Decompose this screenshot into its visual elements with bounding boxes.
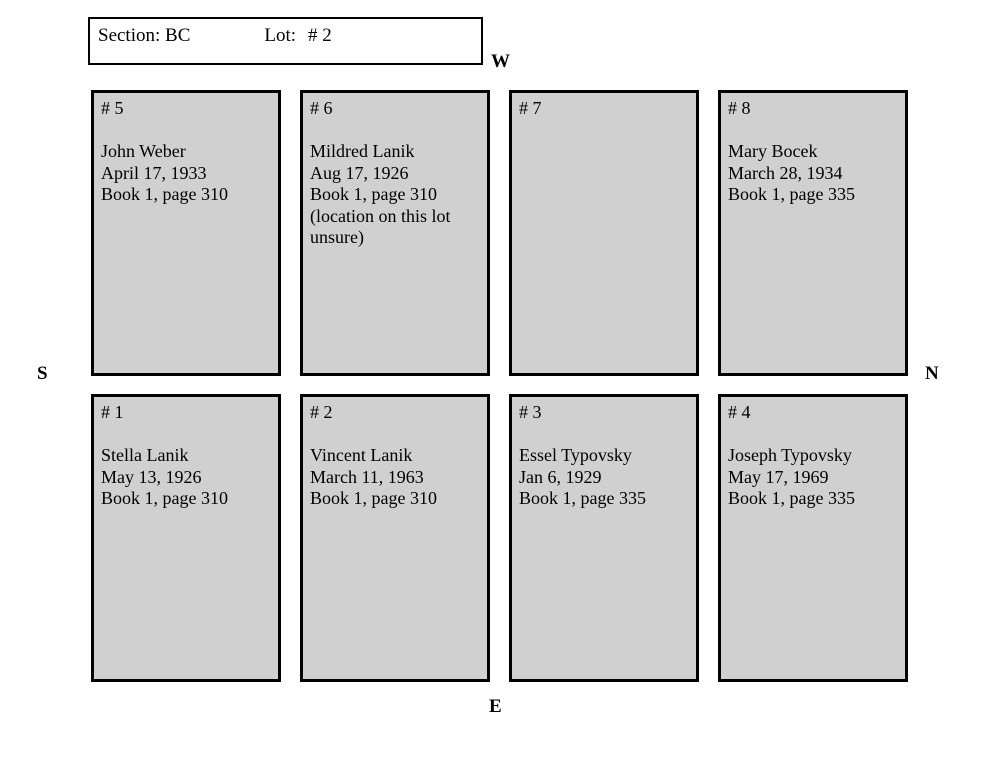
plot-number-3: # 3 — [519, 402, 542, 422]
compass-label-west: W — [491, 51, 510, 72]
plot-detail-line: Mildred Lanik — [310, 141, 415, 161]
plot-detail-line: March 28, 1934 — [728, 162, 843, 183]
plot-detail-line: Book 1, page 310 — [101, 184, 228, 204]
plot-detail-line: Book 1, page 335 — [728, 184, 855, 204]
plot-number-8: # 8 — [728, 98, 751, 118]
plot-detail-line: (location on this lot unsure) — [310, 205, 451, 248]
plot-detail-line: Book 1, page 310 — [310, 488, 437, 508]
plot-detail-line: Mary Bocek — [728, 141, 818, 161]
section-lot-header-box: Section: BC Lot: # 2 — [88, 17, 483, 65]
plot-detail-line: Aug 17, 1926 — [310, 162, 409, 183]
plot-detail-line: Book 1, page 335 — [519, 488, 646, 508]
plot-detail-line: Book 1, page 335 — [728, 488, 855, 508]
plot-detail-line: Jan 6, 1929 — [519, 466, 602, 487]
plot-detail-line: May 13, 1926 — [101, 466, 202, 487]
plot-detail-line: May 17, 1969 — [728, 466, 829, 487]
plot-number-6: # 6 — [310, 98, 333, 118]
plot-detail-line: April 17, 1933 — [101, 162, 207, 183]
plot-detail-line: Essel Typovsky — [519, 445, 632, 465]
plot-detail-line: Book 1, page 310 — [310, 184, 437, 204]
plot-number-4: # 4 — [728, 402, 751, 422]
plot-detail-line: Vincent Lanik — [310, 445, 413, 465]
plot-cell-7[interactable]: # 7 — [509, 90, 699, 376]
plot-number-1: # 1 — [101, 402, 124, 422]
lot-label: Lot: — [264, 25, 297, 46]
section-label: Section: BC — [98, 25, 191, 46]
compass-label-north: N — [925, 363, 939, 384]
plot-detail-line: Stella Lanik — [101, 445, 189, 465]
plot-number-2: # 2 — [310, 402, 333, 422]
compass-label-south: S — [37, 363, 48, 384]
compass-label-east: E — [489, 696, 502, 717]
plot-number-7: # 7 — [519, 98, 542, 118]
plot-number-5: # 5 — [101, 98, 124, 118]
lot-value: # 2 — [308, 25, 332, 46]
plot-detail-line: John Weber — [101, 141, 186, 161]
plot-detail-line: March 11, 1963 — [310, 466, 424, 487]
plot-detail-line: Joseph Typovsky — [728, 445, 852, 465]
plot-detail-line: Book 1, page 310 — [101, 488, 228, 508]
header-text-row: Section: BC Lot: # 2 — [98, 25, 332, 47]
